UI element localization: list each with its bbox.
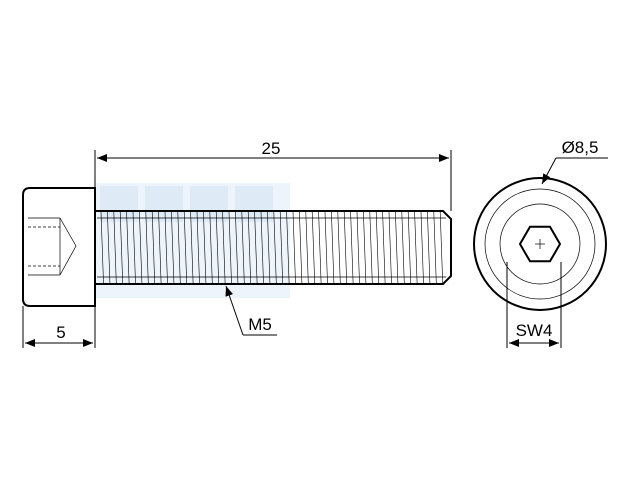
- thread-crest-line: [113, 211, 117, 284]
- thread-crest-line: [369, 211, 373, 284]
- thread-crest-line: [311, 211, 315, 284]
- thread-label: M5: [248, 315, 272, 334]
- thread-crest-line: [363, 211, 367, 284]
- thread-crest-line: [407, 211, 411, 284]
- thread-crest-line: [254, 211, 258, 284]
- thread-crest-line: [305, 211, 309, 284]
- thread-crest-line: [190, 211, 194, 284]
- thread-crest-line: [228, 211, 232, 284]
- thread-crest-line: [388, 211, 392, 284]
- thread-crest-line: [356, 211, 360, 284]
- thread-crest-line: [343, 211, 347, 284]
- thread-crest-line: [158, 211, 162, 284]
- length-label: 25: [262, 139, 281, 158]
- thread-crest-line: [279, 211, 283, 284]
- thread-crest-line: [433, 211, 437, 284]
- screw-shank-side: [95, 210, 452, 285]
- thread-crest-line: [299, 211, 303, 284]
- thread-crest-line: [414, 211, 418, 284]
- thread-crest-line: [209, 211, 213, 284]
- thread-crest-line: [337, 211, 341, 284]
- thread-crest-line: [331, 211, 335, 284]
- thread-crest-line: [318, 211, 322, 284]
- thread-crest-line: [439, 211, 443, 284]
- thread-crest-line: [171, 211, 175, 284]
- thread-crest-line: [375, 211, 379, 284]
- wrench-size-label: SW4: [516, 321, 553, 340]
- dimension-diameter: Ø8,5: [541, 138, 608, 185]
- thread-crest-line: [247, 211, 251, 284]
- thread-crest-line: [100, 211, 104, 284]
- head-length-label: 5: [56, 323, 65, 342]
- thread-crest-line: [107, 211, 111, 284]
- thread-callout: M5: [225, 285, 277, 336]
- dimension-length: 25: [94, 139, 452, 211]
- thread-crest-line: [260, 211, 264, 284]
- watermark: [95, 183, 290, 298]
- thread-crest-line: [126, 211, 130, 284]
- thread-crest-line: [119, 211, 123, 284]
- dimension-head-length: 5: [22, 306, 96, 348]
- thread-crest-line: [132, 211, 136, 284]
- thread-crest-line: [273, 211, 277, 284]
- thread-crest-line: [292, 211, 296, 284]
- thread-crest-line: [427, 211, 431, 284]
- thread-crest-line: [382, 211, 386, 284]
- thread-crest-line: [215, 211, 219, 284]
- thread-crest-line: [241, 211, 245, 284]
- thread-crest-line: [177, 211, 181, 284]
- thread-crest-line: [145, 211, 149, 284]
- thread-crest-line: [203, 211, 207, 284]
- thread-crest-line: [286, 211, 290, 284]
- thread-crest-line: [267, 211, 271, 284]
- thread-crest-line: [196, 211, 200, 284]
- thread-crest-line: [395, 211, 399, 284]
- thread-crest-line: [139, 211, 143, 284]
- thread-crest-line: [324, 211, 328, 284]
- thread-crest-line: [420, 211, 424, 284]
- diameter-label: Ø8,5: [562, 138, 599, 157]
- thread-lines: [100, 211, 443, 284]
- thread-crest-line: [235, 211, 239, 284]
- thread-crest-line: [222, 211, 226, 284]
- thread-crest-line: [401, 211, 405, 284]
- thread-crest-line: [151, 211, 155, 284]
- thread-crest-line: [164, 211, 168, 284]
- thread-crest-line: [350, 211, 354, 284]
- dimension-wrench-size: SW4: [506, 262, 562, 348]
- screw-head-end-view: [473, 177, 607, 311]
- screw-head-side: [22, 187, 96, 307]
- thread-crest-line: [183, 211, 187, 284]
